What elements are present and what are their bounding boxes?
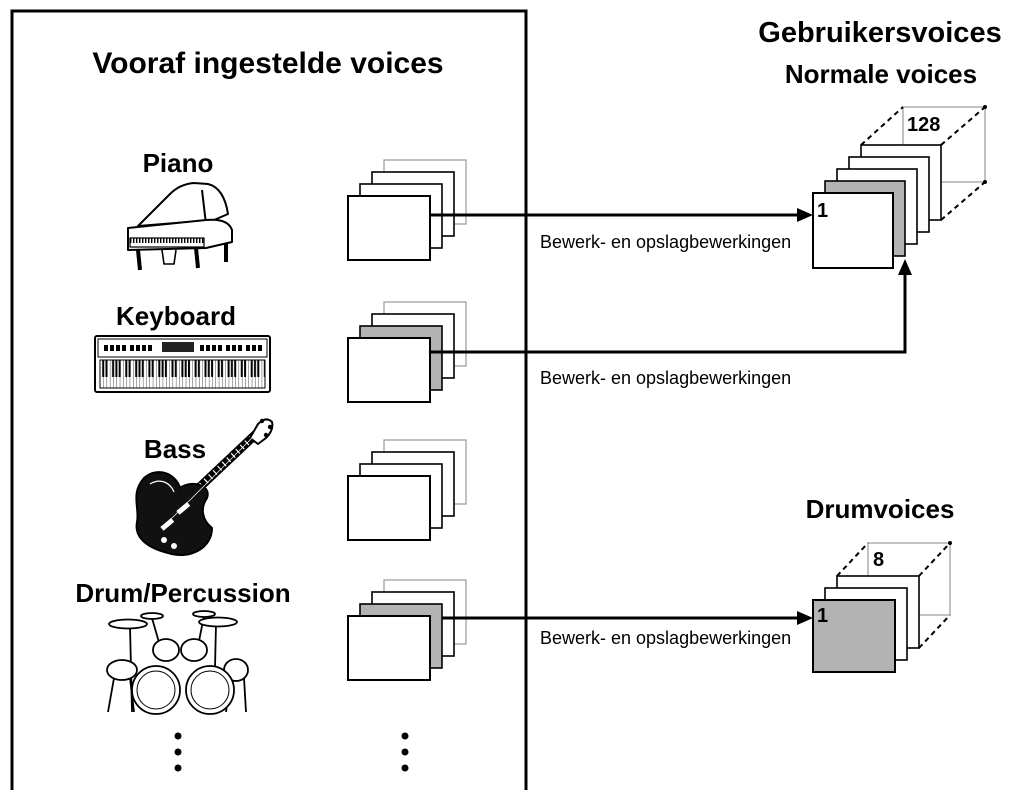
- category-label-piano: Piano: [143, 148, 214, 178]
- dot: [174, 764, 182, 772]
- dot: [401, 732, 409, 740]
- voice-card-front: [347, 337, 431, 403]
- flow-arrow-keyboard-to-normal: Bewerk- en opslagbewerkingen: [430, 259, 912, 388]
- dot: [174, 748, 182, 756]
- piano-leg: [136, 249, 142, 271]
- keyboard-display: [162, 342, 194, 352]
- flow-label: Bewerk- en opslagbewerkingen: [540, 368, 791, 388]
- user-voices-title: Gebruikersvoices: [758, 17, 1001, 49]
- bass-knob: [171, 543, 177, 549]
- splash-cymbal: [140, 612, 164, 620]
- dot: [401, 748, 409, 756]
- bass-headstock: [249, 418, 274, 445]
- preset-panel-title: Vooraf ingestelde voices: [92, 47, 443, 80]
- arrow-head: [797, 611, 813, 625]
- stack-depth-line: [860, 106, 904, 146]
- user-voices-section: Gebruikersvoices Normale voices 128 1 Dr…: [758, 17, 1002, 673]
- crash-cymbal: [108, 618, 148, 630]
- flow-label: Bewerk- en opslagbewerkingen: [540, 628, 791, 648]
- drum-kit-icon: [106, 610, 249, 715]
- flow-label: Bewerk- en opslagbewerkingen: [540, 232, 791, 252]
- flow-arrow-drum-to-drumvoices: Bewerk- en opslagbewerkingen: [442, 611, 813, 648]
- bass-drum: [131, 665, 181, 715]
- voice-stack-drum: [347, 579, 467, 681]
- voice-stack-bass: [347, 439, 467, 541]
- keyboard-black-keys: [100, 360, 265, 377]
- keyboard-synthesizer-icon: [94, 335, 271, 393]
- piano-lid-prop: [201, 189, 207, 225]
- splash-cymbal: [192, 610, 216, 618]
- stack-continuation-dots: [401, 732, 409, 772]
- drum-voice-first-number: 1: [817, 605, 828, 627]
- category-continuation-dots: [174, 732, 182, 772]
- piano-keys: [129, 237, 205, 248]
- bass-guitar-icon: [135, 418, 274, 556]
- arrow-head: [797, 208, 813, 222]
- category-label-bass: Bass: [144, 434, 206, 464]
- bass-drum-ring: [190, 670, 230, 710]
- keyboard-panel-buttons: [104, 345, 262, 351]
- voice-card-first: [812, 599, 896, 673]
- bass-bridge: [160, 517, 175, 531]
- corner-dot: [948, 541, 952, 545]
- stack-depth-line: [918, 542, 951, 577]
- stack-depth-line: [940, 106, 986, 146]
- bass-body: [135, 471, 213, 556]
- ride-cymbal: [198, 616, 238, 628]
- tom-drum: [180, 638, 208, 662]
- voice-stack-keyboard: [347, 301, 467, 403]
- drum-voice-stack: 8 1: [812, 541, 952, 673]
- bass-tuning-peg: [263, 432, 269, 438]
- bass-tuning-peg: [259, 418, 265, 424]
- bass-frets: [189, 435, 255, 497]
- flow-arrow-piano-to-normal: Bewerk- en opslagbewerkingen: [430, 208, 813, 252]
- corner-dot: [983, 105, 987, 109]
- bass-body-bevel: [149, 480, 175, 493]
- stack-depth-line: [836, 542, 869, 577]
- preset-voices-panel: Vooraf ingestelde voices Piano Keyboard …: [10, 9, 528, 790]
- stack-depth-line: [918, 614, 951, 649]
- bass-drum-ring: [136, 670, 176, 710]
- normal-voices-title: Normale voices: [785, 59, 977, 89]
- arrow-line: [430, 273, 907, 354]
- floor-tom-leg: [243, 677, 247, 713]
- dot: [174, 732, 182, 740]
- category-label-keyboard: Keyboard: [116, 301, 236, 331]
- voice-card-front: [347, 615, 431, 681]
- category-label-drum-percussion: Drum/Percussion: [75, 578, 290, 608]
- piano-leg: [194, 247, 200, 269]
- normal-voice-last-number: 128: [907, 114, 940, 136]
- snare-leg: [107, 677, 115, 713]
- normal-voice-stack: 128 1: [812, 105, 987, 269]
- voice-stack-piano: [347, 159, 467, 261]
- corner-dot: [983, 180, 987, 184]
- snare-drum: [106, 659, 138, 681]
- voice-card-front: [347, 195, 431, 261]
- normal-voice-first-number: 1: [817, 200, 828, 222]
- preset-panel-border: [10, 9, 528, 790]
- tom-drum: [152, 638, 180, 662]
- stack-depth-line: [940, 181, 986, 221]
- bass-pickup: [176, 501, 191, 515]
- drum-voices-title: Drumvoices: [806, 494, 955, 524]
- bass-tuning-peg: [267, 424, 273, 430]
- piano-pedal-lyre: [161, 249, 177, 265]
- voice-card-front: [347, 475, 431, 541]
- bass-knob: [161, 537, 167, 543]
- grand-piano-icon: [127, 182, 233, 271]
- dot: [401, 764, 409, 772]
- voice-card-first: [812, 192, 894, 269]
- bass-drum: [185, 665, 235, 715]
- bass-strings: [165, 433, 257, 525]
- arrow-head: [898, 259, 912, 275]
- drum-voice-last-number: 8: [873, 549, 884, 571]
